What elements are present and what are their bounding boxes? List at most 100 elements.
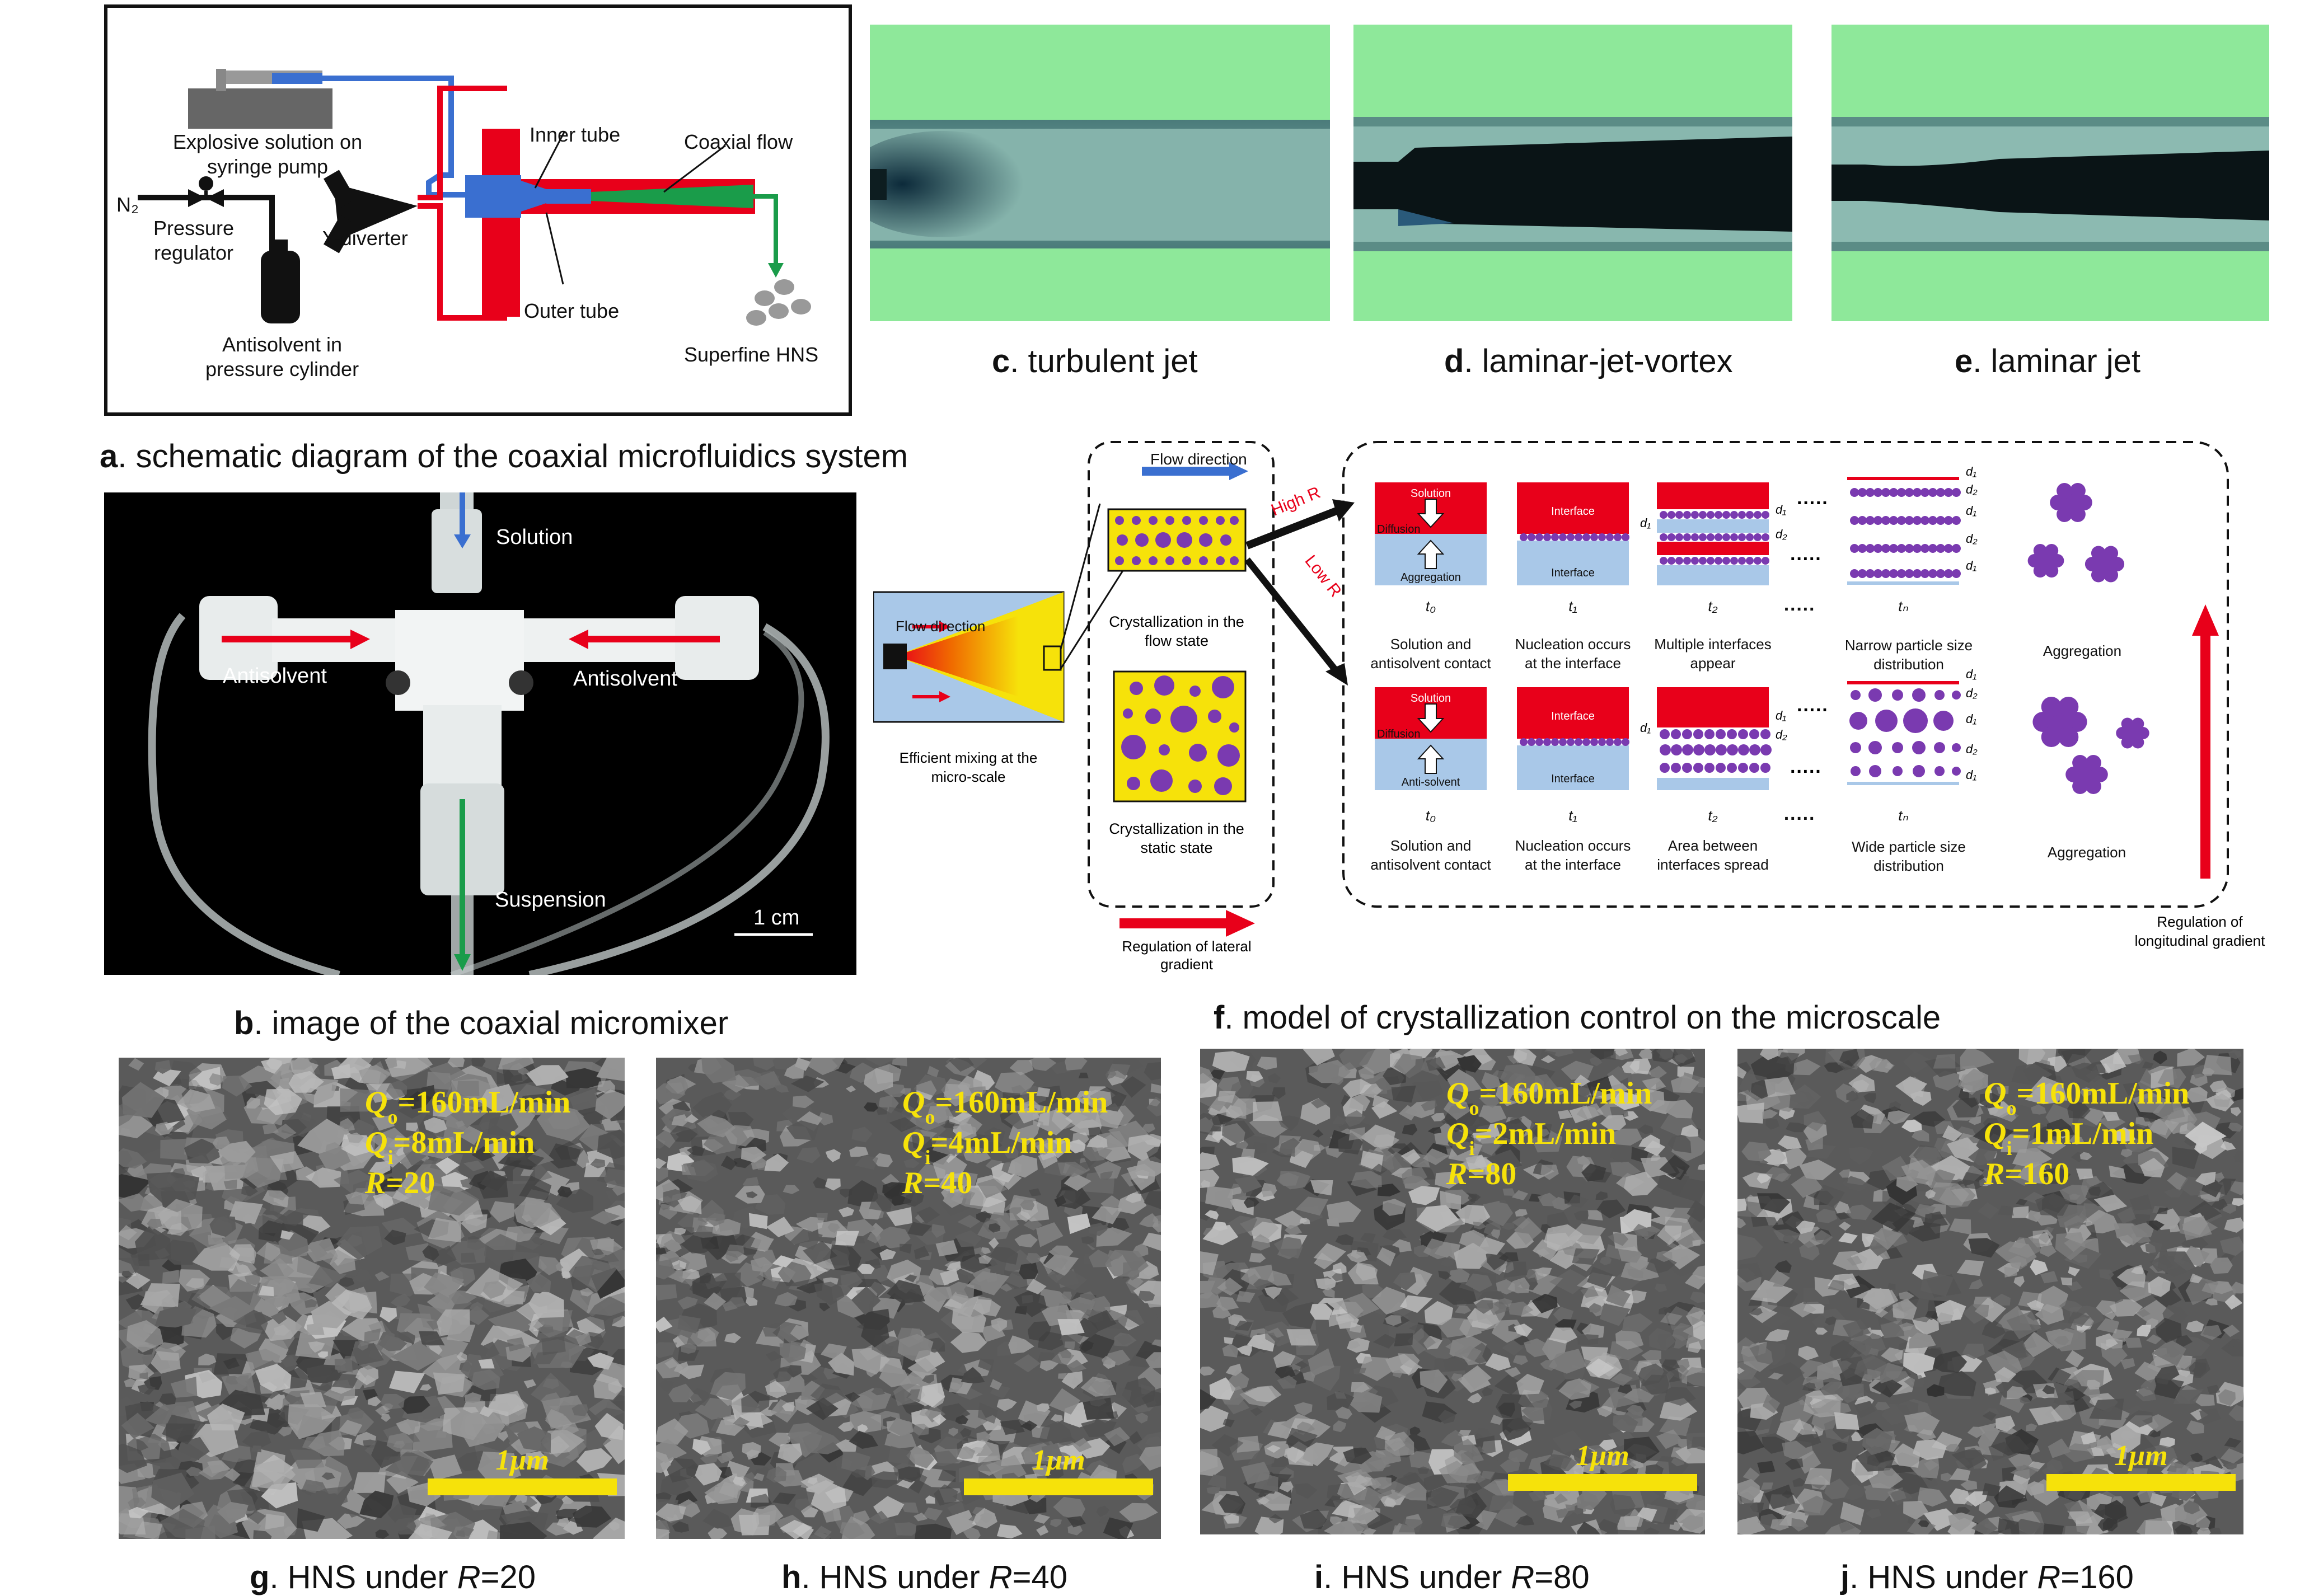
label-qi: Qi=1mL/min (1984, 1116, 2153, 1160)
svg-text:d₁: d₁ (1966, 558, 1976, 572)
top-row-t0: Solution Diffusion Aggregation (1375, 482, 1487, 585)
svg-text:distribution: distribution (1873, 857, 1944, 874)
svg-text:d₁: d₁ (1640, 516, 1651, 530)
flow-state-box (1107, 508, 1247, 572)
label-lateral-1: Regulation of lateral (1122, 938, 1251, 955)
caption-e: e. laminar jet (1955, 343, 2141, 379)
bottom-row-t2: d₁ d₂ (1657, 687, 1787, 790)
svg-text:Area between: Area between (1668, 837, 1758, 854)
svg-text:d₁: d₁ (1776, 708, 1786, 722)
panel-a-schematic: Explosive solution on syringe pump N₂ Pr… (104, 4, 852, 416)
svg-text:Interface: Interface (1551, 773, 1595, 785)
label-regulator-2: regulator (154, 241, 233, 264)
scale-bar (964, 1478, 1153, 1495)
svg-text:Solution: Solution (1411, 487, 1451, 500)
syringe-pump-icon (188, 69, 332, 129)
caption-h: h. HNS under R=40 (781, 1559, 1067, 1595)
dots-top-1: ····· (1790, 548, 1822, 570)
label-qi: Qi=8mL/min (365, 1125, 535, 1168)
label-high-r: High R (1268, 484, 1323, 520)
svg-text:Interface: Interface (1551, 567, 1595, 579)
svg-text:Diffusion: Diffusion (1377, 728, 1420, 740)
bottom-row-t1: Interface Interface d₁ (1517, 687, 1651, 790)
label-ydiverter: Y-diverter (322, 227, 408, 250)
label-qi: Qi=4mL/min (902, 1125, 1072, 1168)
label-solution: Solution (496, 525, 573, 549)
svg-text:at the interface: at the interface (1525, 655, 1621, 672)
label-inner-tube: Inner tube (530, 123, 620, 146)
panel-d-laminar-jet-vortex (1353, 25, 1792, 321)
static-state-box (1113, 670, 1247, 802)
label-low-r: Low R (1301, 552, 1345, 600)
svg-text:tₙ: tₙ (1898, 598, 1908, 614)
svg-text:Interface: Interface (1551, 505, 1595, 518)
svg-text:Solution: Solution (1411, 692, 1451, 705)
label-r: R=20 (364, 1166, 435, 1200)
svg-text:d₂: d₂ (1966, 532, 1978, 546)
label-r: R=80 (1446, 1157, 1516, 1191)
dots-bottom-0: ····· (1797, 700, 1829, 721)
label-cryst-flow-2: flow state (1145, 632, 1208, 649)
label-qo: Qo=160mL/min (902, 1085, 1108, 1128)
label-n2: N₂ (116, 193, 139, 216)
label-r: R=160 (1983, 1157, 2069, 1191)
bottom-row-aggregation (2032, 697, 2149, 794)
svg-text:Aggregation: Aggregation (2048, 844, 2126, 861)
svg-text:t₂: t₂ (1708, 807, 1717, 824)
scale-bar (1508, 1474, 1697, 1491)
svg-text:d₁: d₁ (1966, 768, 1976, 782)
caption-j: j. HNS under R=160 (1840, 1559, 2134, 1595)
svg-text:t₂: t₂ (1708, 598, 1717, 614)
label-outer-tube: Outer tube (524, 299, 619, 322)
svg-text:d₂: d₂ (1966, 482, 1978, 496)
svg-text:d₁: d₁ (1640, 721, 1651, 735)
caption-f: f. model of crystallization control on t… (1214, 999, 1941, 1036)
label-antisolvent-2: pressure cylinder (205, 358, 359, 381)
label-scale-1cm: 1 cm (753, 906, 799, 930)
svg-text:appear: appear (1690, 655, 1736, 672)
label-suspension: Suspension (495, 888, 606, 912)
svg-text:tₙ: tₙ (1898, 807, 1908, 824)
svg-text:Anti-solvent: Anti-solvent (1402, 776, 1460, 788)
scale-bar (2046, 1474, 2236, 1491)
label-qo: Qo=160mL/min (1446, 1076, 1652, 1119)
label-syringe-1: Explosive solution on (173, 130, 362, 153)
label-regulator-1: Pressure (153, 217, 234, 240)
label-scale-1um: 1μm (1032, 1444, 1085, 1476)
label-longitudinal-2: longitudinal gradient (2135, 932, 2266, 949)
svg-text:d₁: d₁ (1966, 667, 1976, 681)
svg-text:d₁: d₁ (1966, 464, 1976, 478)
svg-text:Nucleation occurs: Nucleation occurs (1515, 636, 1631, 653)
label-scale-1um: 1μm (2114, 1440, 2167, 1472)
svg-text:t₁: t₁ (1568, 598, 1577, 614)
caption-b: b. image of the coaxial micromixer (234, 1005, 729, 1041)
label-lateral-2: gradient (1160, 956, 1214, 973)
svg-text:Diffusion: Diffusion (1377, 523, 1420, 536)
svg-text:Aggregation: Aggregation (1400, 571, 1461, 584)
bottom-row-t0: Solution Diffusion Anti-solvent (1375, 687, 1487, 790)
svg-text:d₁: d₁ (1776, 503, 1786, 517)
svg-text:d₁: d₁ (1966, 504, 1976, 518)
panel-b-micromixer-photo: Solution Antisolvent Antisolvent Suspens… (104, 492, 856, 975)
svg-text:Interface: Interface (1551, 710, 1595, 722)
label-cryst-static-2: static state (1140, 839, 1212, 856)
svg-text:·····: ····· (1784, 599, 1816, 620)
panel-c-turbulent-jet (870, 25, 1330, 321)
label-cryst-static-1: Crystallization in the (1109, 820, 1244, 837)
label-longitudinal-1: Regulation of (2157, 913, 2243, 930)
label-scale-1um: 1μm (1576, 1440, 1629, 1472)
svg-text:Multiple interfaces: Multiple interfaces (1654, 636, 1772, 653)
dots-top-0: ····· (1797, 492, 1829, 514)
panel-e-laminar-jet (1831, 25, 2269, 321)
svg-text:antisolvent contact: antisolvent contact (1370, 856, 1491, 873)
svg-text:d₂: d₂ (1776, 527, 1787, 541)
svg-text:interfaces spread: interfaces spread (1657, 856, 1768, 873)
label-coaxial-flow: Coaxial flow (684, 130, 793, 153)
superfine-hns-particles-icon (746, 279, 811, 326)
label-cryst-flow-1: Crystallization in the (1109, 613, 1244, 630)
svg-text:d₂: d₂ (1776, 727, 1787, 741)
y-diverter-icon (324, 170, 418, 254)
